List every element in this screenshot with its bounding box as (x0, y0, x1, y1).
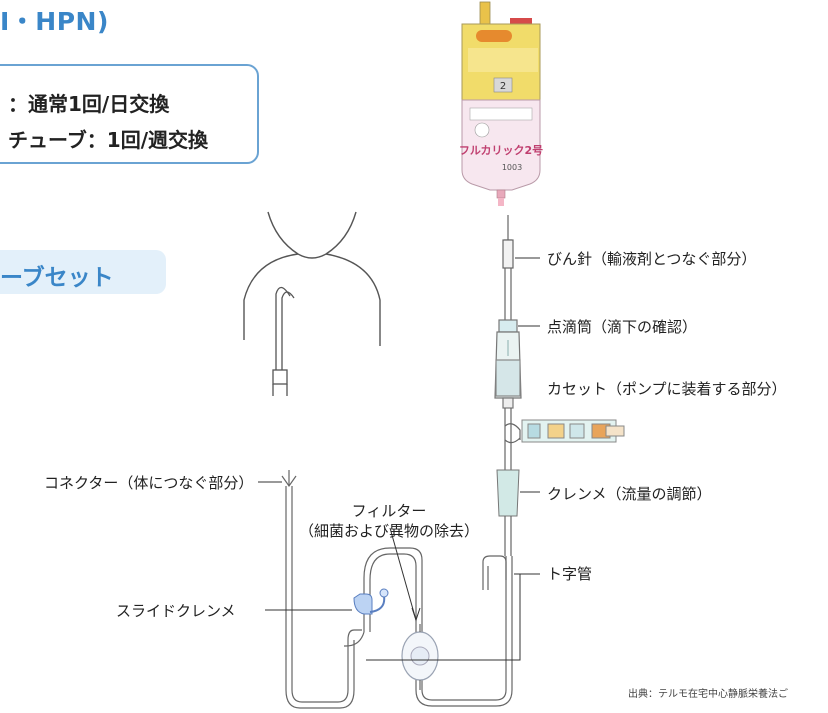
exchange-note-box: ：通常1回/日交換 チューブ：1回/週交換 (0, 64, 259, 164)
note-daily-exchange: ：通常1回/日交換 (8, 92, 170, 116)
label-bottle-needle: びん針（輸液剤とつなぐ部分） (547, 250, 757, 268)
patient-catheter (272, 286, 295, 396)
patient-outline (243, 211, 381, 346)
connector-line (285, 486, 362, 709)
filter (401, 624, 439, 690)
bag-product-name: フルカリック2号 (459, 144, 543, 157)
t-tube (415, 555, 513, 707)
leader-lines (258, 257, 540, 661)
connector-tip (281, 470, 297, 488)
section-tag-label: ーブセット (0, 265, 114, 291)
bag-volume: 1003 (502, 163, 522, 172)
label-drip-chamber: 点滴筒（滴下の確認） (547, 318, 698, 336)
pump-cassette (521, 419, 625, 443)
source-note: 出典：テルモ在宅中心静脈栄養法ご (628, 689, 788, 700)
label-connector: コネクター（体につなぐ部分） (44, 474, 254, 492)
tube-section (504, 408, 521, 462)
bag-badge: 2 (500, 81, 506, 92)
infusion-bag: 2 フルカリック2号 1003 (459, 1, 543, 206)
label-cassette: カセット（ポンプに装着する部分） (547, 380, 787, 398)
note-weekly-exchange: チューブ：1回/週交換 (8, 128, 209, 152)
label-clamp: クレンメ（流量の調節） (547, 485, 712, 503)
drip-chamber (494, 319, 522, 409)
label-filter-title: フィルター (351, 502, 427, 520)
slide-clamp (353, 588, 389, 615)
label-slide-clamp: スライドクレンメ (116, 602, 236, 620)
section-tag: ーブセット (0, 250, 166, 294)
bottle-needle (502, 215, 514, 320)
label-t-tube: ト字管 (547, 565, 593, 583)
flow-clamp (496, 462, 520, 556)
page-title: I・HPN) (0, 7, 109, 36)
label-filter-desc: （細菌および異物の除去） (298, 522, 479, 540)
